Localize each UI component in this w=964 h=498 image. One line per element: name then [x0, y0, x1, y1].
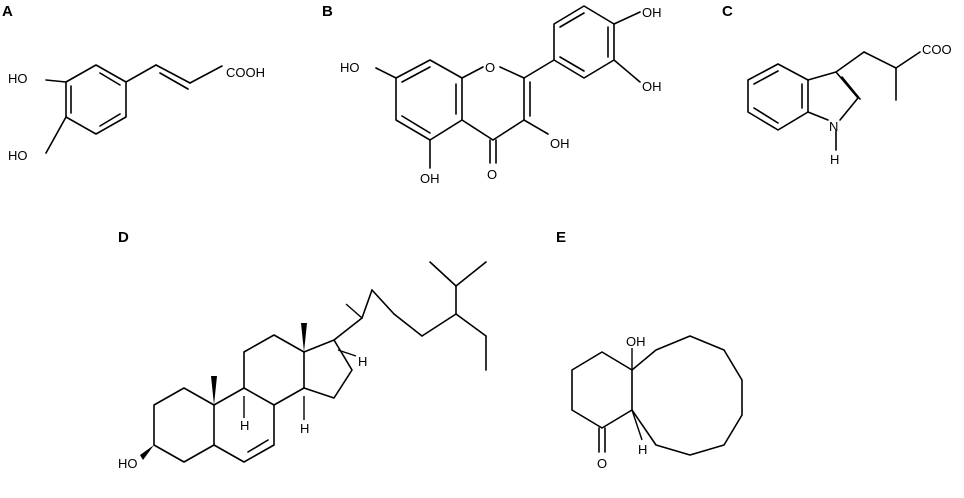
panel-c-label: C [722, 3, 733, 20]
carboxyl-label: COOH [226, 65, 265, 80]
panel-c: C COO N H [722, 3, 952, 167]
hydroxyl-label: HO [118, 456, 138, 471]
hydroxyl-4prime-label: OH [642, 5, 662, 20]
hydroxyl-top-label: HO [8, 71, 28, 86]
hydroxyl-3-label: OH [550, 136, 570, 151]
hydroxyl-bottom-label: HO [8, 148, 28, 163]
carbonyl-oxygen-label: O [487, 167, 497, 182]
panel-d-label: D [118, 229, 129, 246]
panel-e-bonds [571, 335, 743, 456]
hydroxyl-label: OH [626, 334, 646, 349]
panel-c-bonds [747, 51, 921, 151]
panel-e-label: E [556, 229, 566, 246]
hydrogen-14-label: H [300, 421, 309, 436]
panel-b-label: B [322, 3, 333, 20]
panel-b-bonds [375, 5, 641, 169]
carboxylate-label: COO [922, 42, 952, 57]
panel-e: E OH O H [556, 229, 743, 471]
ring-oxygen-label: O [485, 60, 495, 75]
panel-a-bonds [45, 64, 223, 154]
panel-b: B [322, 3, 662, 186]
hydroxyl-3prime-label: OH [642, 79, 662, 94]
carbonyl-oxygen-label: O [597, 456, 607, 471]
hydrogen-label: H [638, 442, 647, 457]
panel-d: D [118, 229, 487, 471]
panel-a: A HO HO COOH [2, 3, 265, 163]
hydroxyl-7-label: HO [340, 60, 360, 75]
panel-d-bonds [140, 261, 487, 463]
hydrogen-17-label: H [358, 354, 367, 369]
nitrogen-label: N [829, 119, 838, 134]
nitrogen-hydrogen-label: H [830, 152, 839, 167]
hydrogen-9-label: H [240, 418, 249, 433]
hydroxyl-5-label: OH [420, 171, 440, 186]
panel-a-label: A [2, 3, 13, 20]
